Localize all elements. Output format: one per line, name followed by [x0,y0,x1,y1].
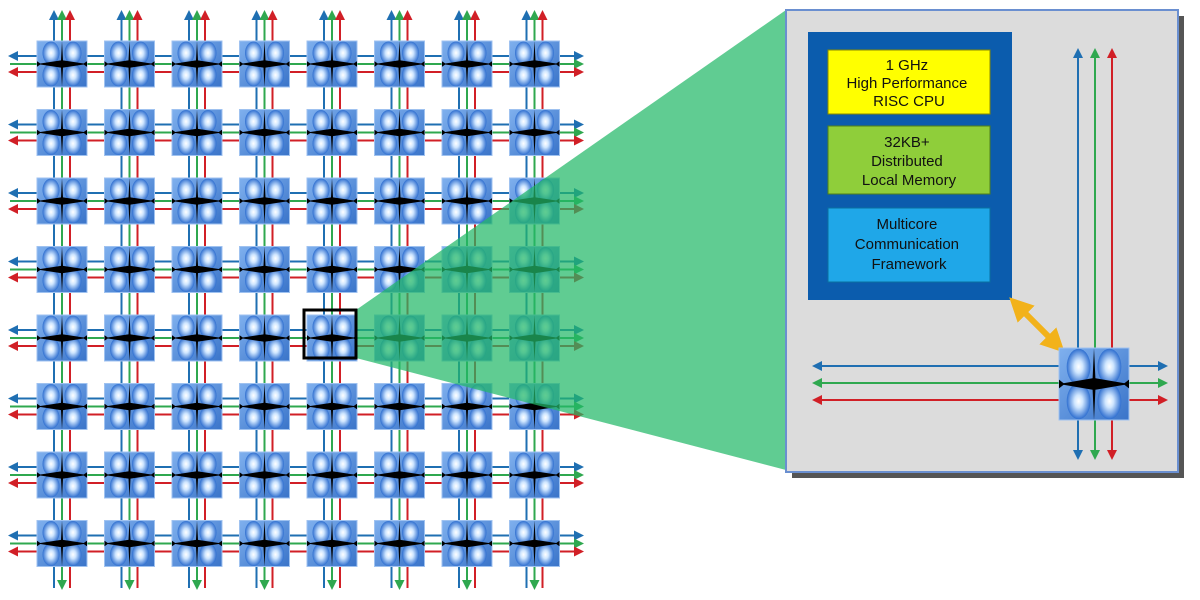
mesh-core-node [374,383,425,430]
highlighted-core-outline [302,308,358,360]
cpu-line-1: 1 GHz [886,57,929,74]
mesh-core-node [306,109,358,156]
mesh-core-node [441,177,493,225]
mesh-core-node [509,40,560,88]
mesh-core-node [104,383,155,430]
mesh-core-node [306,246,358,293]
comm-line-2: Communication [855,236,959,253]
mesh-core-node [441,109,493,156]
mesh-core-node [36,109,88,156]
mesh-core-node [239,109,290,156]
communication-block [827,207,991,283]
mesh-core-node [171,383,223,430]
mesh-core-node [104,451,155,499]
core-detail-panel: 1 GHz High Performance RISC CPU 32KB+ Di… [785,9,1184,478]
mesh-core-node [441,40,493,88]
memory-line-2: Distributed [871,153,943,170]
router-node-body [1058,347,1130,421]
memory-block [827,125,991,195]
memory-line-3: Local Memory [862,172,957,189]
memory-line-1: 32KB+ [884,134,930,151]
communication-label: Multicore Communication Framework [855,216,963,273]
cpu-line-2: High Performance [846,75,967,92]
mesh-core-node [36,177,88,225]
mesh-core-node [171,177,223,225]
core-router-connector [1009,297,1065,353]
mesh-core-node [374,520,425,567]
mesh-core-node [239,177,290,225]
mesh-core-node [104,246,155,293]
mesh-core-node [306,451,358,499]
mesh-core-node [171,109,223,156]
mesh-core-node [36,383,88,430]
memory-label: 32KB+ Distributed Local Memory [862,134,957,189]
mesh-core-node [171,314,223,362]
cpu-block [827,49,991,115]
cpu-label: 1 GHz High Performance RISC CPU [846,57,971,110]
mesh-core-node [374,109,425,156]
mesh-core-node [171,451,223,499]
mesh-core-node [239,383,290,430]
mesh-core-node [171,40,223,88]
mesh-core-node [36,40,88,88]
mesh-core-node [306,314,358,362]
mesh-core-node [374,177,425,225]
mesh-core-node [509,451,560,499]
mesh-core-node [374,40,425,88]
mesh-core-node [239,314,290,362]
mesh-core-node [104,109,155,156]
mesh-core-node [36,520,88,567]
mesh-core-node [171,246,223,293]
mesh-core-node [104,177,155,225]
mesh-core-node [509,109,560,156]
mesh-core-node [239,520,290,567]
mesh-core-node [239,451,290,499]
mesh-core-node [36,314,88,362]
cpu-line-3: RISC CPU [873,93,945,110]
mesh-core-node [104,314,155,362]
mesh-core-node [36,246,88,293]
mesh-core-node [171,520,223,567]
mesh-core-node [104,520,155,567]
mesh-core-node [306,177,358,225]
mesh-core-node [306,520,358,567]
comm-line-3: Framework [871,256,947,273]
zoom-projection [356,10,786,470]
comm-line-1: Multicore [876,216,937,233]
mesh-core-node [374,451,425,499]
mesh-core-node [104,40,155,88]
mesh-core-node [509,520,560,567]
mesh-core-node [306,383,358,430]
mesh-core-node [36,451,88,499]
router-node [1058,347,1130,421]
mesh-core-node [441,520,493,567]
mesh-core-node [239,246,290,293]
mesh-core-node [441,451,493,499]
mesh-core-node [306,40,358,88]
mesh-core-node [239,40,290,88]
